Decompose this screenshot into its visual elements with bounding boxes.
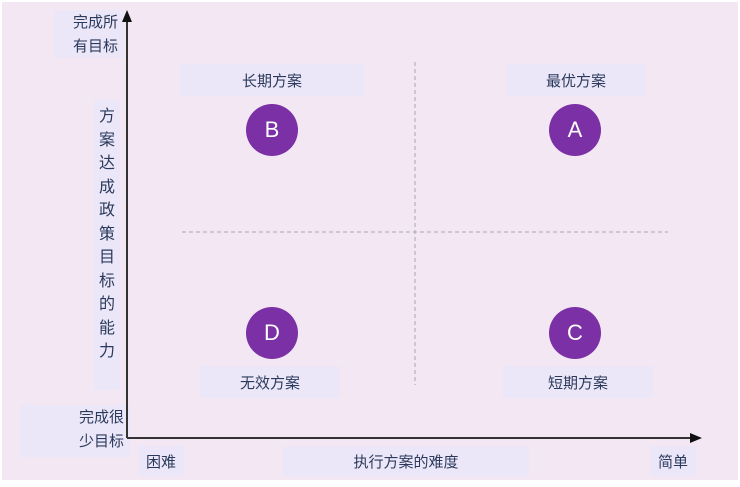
x-axis-title: 执行方案的难度 (283, 446, 529, 476)
y-axis-title: 方案达成政策目标的能力 (94, 100, 120, 390)
y-axis-arrow-icon (122, 10, 132, 22)
y-top-label: 完成所 有目标 (54, 10, 124, 58)
x-left-label: 困难 (138, 446, 184, 476)
x-right-label: 简单 (650, 446, 696, 476)
quadrant-c-label: 短期方案 (503, 366, 653, 398)
x-axis-arrow-icon (690, 433, 702, 443)
y-bottom-label-line1: 完成很 (78, 408, 124, 426)
quadrant-a-label: 最优方案 (506, 64, 646, 96)
quadrant-b-label: 长期方案 (180, 64, 364, 96)
y-top-label-line1: 完成所 (72, 13, 118, 31)
quadrant-d-circle: D (246, 307, 298, 359)
y-top-label-line2: 有目标 (72, 37, 118, 55)
y-bottom-label-line2: 少目标 (78, 432, 124, 450)
y-bottom-label: 完成很 少目标 (20, 405, 130, 457)
quadrant-d-label: 无效方案 (200, 366, 340, 398)
quadrant-a-circle: A (549, 104, 601, 156)
quadrant-b-circle: B (246, 104, 298, 156)
quadrant-c-circle: C (549, 307, 601, 359)
